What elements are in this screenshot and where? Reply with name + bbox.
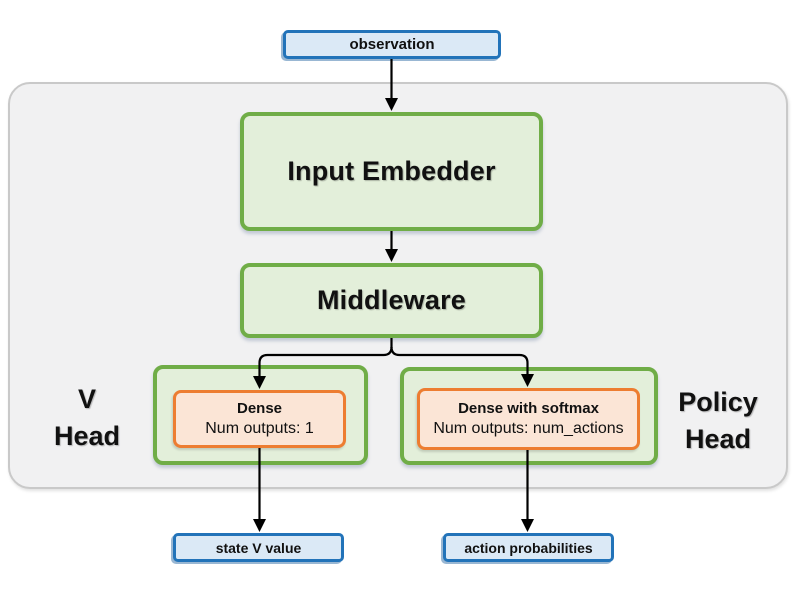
policy-head-label: Policy Head bbox=[653, 384, 783, 458]
state-v-value-node: state V value bbox=[173, 533, 344, 562]
middleware-label: Middleware bbox=[316, 285, 467, 315]
action-probabilities-node: action probabilities bbox=[443, 533, 614, 562]
v-head-dense-node: Dense Num outputs: 1 bbox=[173, 390, 346, 448]
policy-head-dense-node: Dense with softmax Num outputs: num_acti… bbox=[417, 388, 640, 450]
observation-node: observation bbox=[283, 30, 501, 59]
observation-label: observation bbox=[349, 36, 435, 53]
policy-head-dense-title: Dense with softmax bbox=[458, 400, 599, 417]
v-head-dense-subtitle: Num outputs: 1 bbox=[205, 420, 314, 437]
input-embedder-label: Input Embedder bbox=[287, 156, 496, 186]
v-head-dense-title: Dense bbox=[236, 400, 283, 417]
middleware-node: Middleware bbox=[240, 263, 543, 338]
v-head-label: V Head bbox=[23, 381, 151, 455]
policy-head-dense-subtitle: Num outputs: num_actions bbox=[433, 420, 624, 437]
action-probabilities-label: action probabilities bbox=[464, 539, 593, 556]
input-embedder-node: Input Embedder bbox=[240, 112, 543, 231]
v-head-label-line2: Head bbox=[53, 421, 121, 451]
policy-head-label-line2: Head bbox=[684, 424, 752, 454]
policy-head-label-line1: Policy bbox=[678, 387, 758, 417]
state-v-value-label: state V value bbox=[215, 539, 302, 556]
v-head-label-line1: V bbox=[77, 384, 96, 414]
